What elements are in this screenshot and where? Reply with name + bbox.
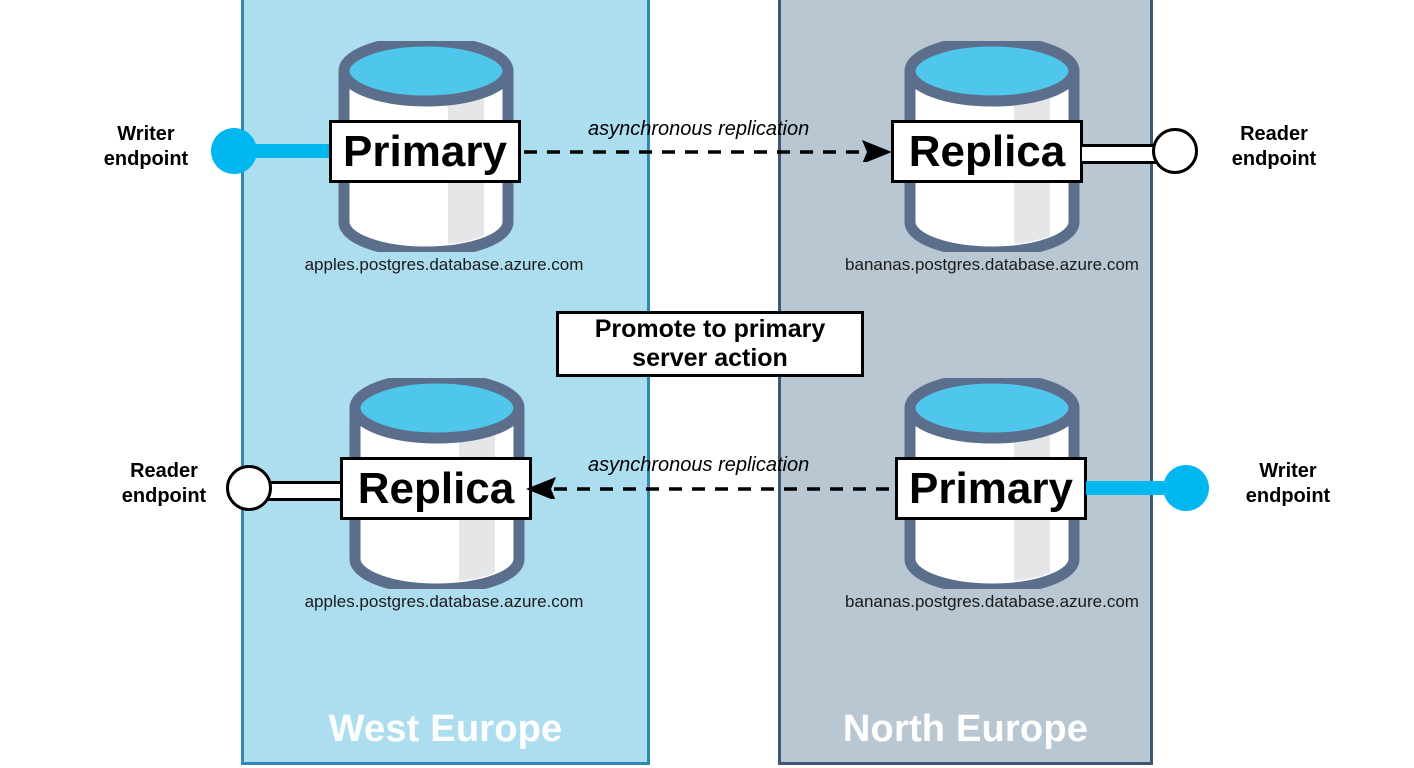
endpoint-label-writer-bottom-right: Writer endpoint	[1222, 459, 1354, 509]
reader-endpoint-dot-top-right[interactable]	[1152, 128, 1198, 174]
replication-label-top: asynchronous replication	[588, 118, 810, 140]
writer-endpoint-dot-top-left[interactable]	[211, 128, 257, 174]
replication-arrow-top	[524, 138, 894, 167]
endpoint-label-line1: Writer	[1259, 460, 1317, 482]
hostname-bananas-bottom: bananas.postgres.database.azure.com	[845, 592, 1139, 611]
endpoint-label-writer-top-left: Writer endpoint	[84, 122, 208, 172]
hostname-apples-bottom: apples.postgres.database.azure.com	[304, 592, 584, 611]
hostname-bananas-top: bananas.postgres.database.azure.com	[845, 255, 1139, 274]
role-box-replica-top-right[interactable]: Replica	[891, 120, 1083, 183]
replication-label-bottom: asynchronous replication	[588, 454, 810, 476]
role-box-primary-top-left[interactable]: Primary	[329, 120, 521, 183]
reader-endpoint-dot-bottom-left[interactable]	[226, 465, 272, 511]
replication-arrow-bottom	[524, 475, 894, 504]
role-box-primary-bottom-right[interactable]: Primary	[895, 457, 1087, 520]
action-label-line2: server action	[632, 344, 788, 372]
endpoint-label-reader-bottom-left: Reader endpoint	[96, 459, 232, 509]
hostname-apples-top: apples.postgres.database.azure.com	[304, 255, 584, 274]
endpoint-label-line1: Writer	[117, 123, 175, 145]
role-box-replica-bottom-left[interactable]: Replica	[340, 457, 532, 520]
writer-connector-line-top-left	[232, 144, 342, 158]
action-label-line1: Promote to primary	[594, 314, 826, 343]
endpoint-label-line2: endpoint	[121, 485, 207, 507]
reader-connector-line-bottom-left	[254, 481, 354, 501]
region-label-west-europe: West Europe	[328, 708, 563, 750]
endpoint-label-line2: endpoint	[103, 148, 189, 170]
endpoint-label-line1: Reader	[1240, 123, 1308, 145]
promote-to-primary-action-box[interactable]: Promote to primary server action	[556, 311, 864, 377]
endpoint-label-line2: endpoint	[1231, 148, 1317, 170]
endpoint-label-line1: Reader	[130, 460, 198, 482]
endpoint-label-line2: endpoint	[1245, 485, 1331, 507]
region-label-north-europe: North Europe	[842, 708, 1089, 750]
endpoint-label-reader-top-right: Reader endpoint	[1206, 122, 1342, 172]
writer-endpoint-dot-bottom-right[interactable]	[1163, 465, 1209, 511]
